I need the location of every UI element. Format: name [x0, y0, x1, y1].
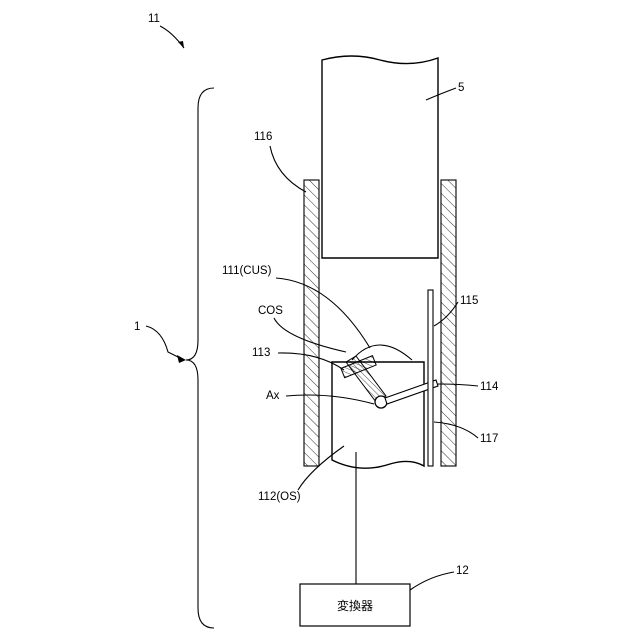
vertical-rod: [428, 290, 433, 466]
converter-text: 変換器: [337, 598, 373, 613]
cup-ref-leader: [276, 278, 370, 348]
tube-ref-leader: [426, 88, 456, 100]
cup-ref-label: 111(CUS): [222, 265, 272, 277]
axis-ref-label: Ax: [266, 390, 280, 402]
system-ref-label: 1: [134, 321, 140, 333]
pin-ref-label: 114: [480, 381, 499, 393]
object-body: [332, 362, 424, 468]
wall-ref-leader: [270, 146, 306, 192]
cos-ref-label: COS: [258, 305, 283, 317]
cup-dome: [352, 345, 412, 360]
system-ref-arrowhead: [177, 355, 186, 363]
slot-ref-label: 117: [480, 433, 498, 445]
wall-ref-label: 116: [254, 131, 272, 143]
figure-ref-arrowhead: [178, 41, 184, 48]
converter-ref-leader: [410, 572, 454, 590]
housing-left-wall: [304, 180, 319, 466]
system-ref-leader: [146, 326, 184, 360]
tube-ref-label: 5: [458, 82, 464, 94]
object-ref-label: 112(OS): [258, 491, 301, 503]
converter-ref-label: 12: [456, 565, 469, 577]
figure-ref-leader: [160, 26, 184, 48]
axis-ref-leader: [286, 395, 374, 404]
system-brace: [186, 88, 214, 628]
tube-5: [322, 56, 438, 258]
figure-ref-label: 11: [148, 13, 160, 25]
plate-ref-label: 113: [252, 347, 270, 359]
rod-ref-label: 115: [460, 295, 478, 307]
